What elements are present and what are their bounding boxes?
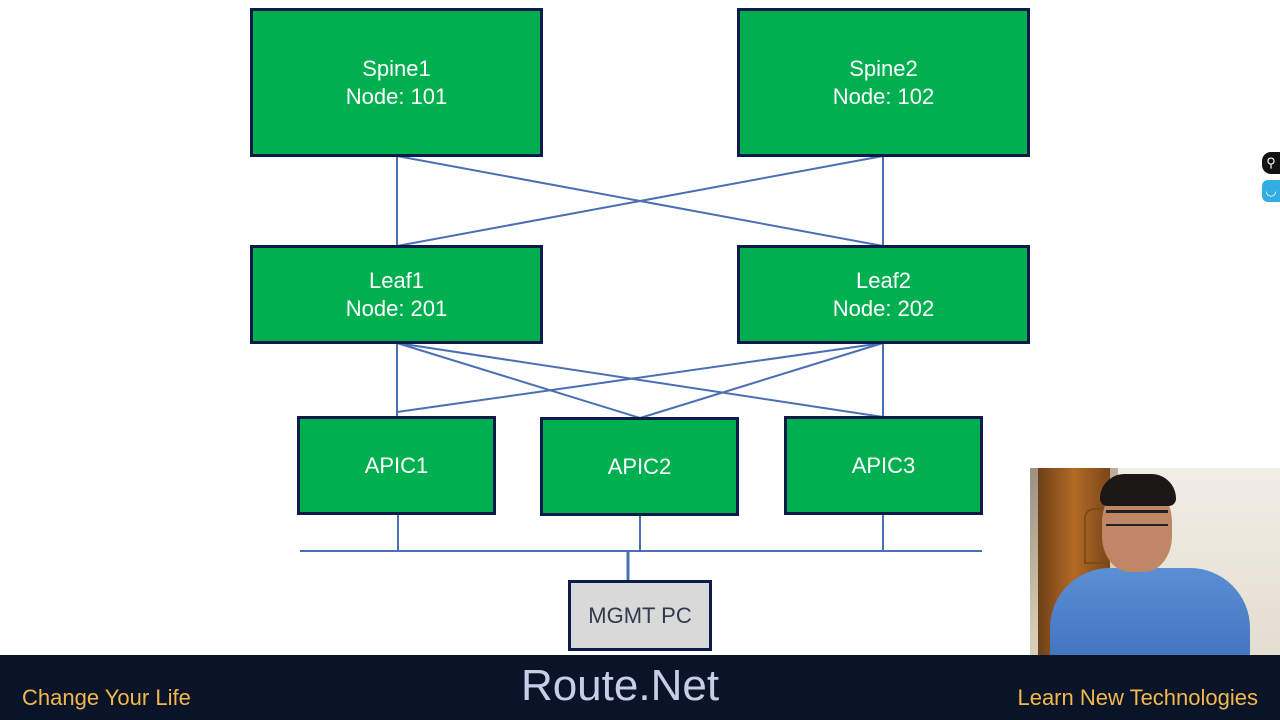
leaf1-label: Leaf1 — [368, 267, 425, 293]
topology-diagram — [300, 155, 982, 581]
link-leaf1-apic3 — [396, 342, 884, 418]
presenter-webcam — [1030, 468, 1280, 655]
apic3-node: APIC3 — [784, 416, 983, 515]
spine1-node: Spine1 Node: 101 — [250, 8, 543, 157]
apic1-label: APIC1 — [364, 452, 429, 478]
leaf2-id: Node: 202 — [832, 295, 935, 321]
spine2-label: Spine2 — [849, 55, 918, 81]
leaf2-node: Leaf2 Node: 202 — [737, 245, 1030, 344]
presenter-glasses — [1106, 510, 1168, 526]
presenter-body — [1050, 568, 1250, 655]
link-spine2-leaf1 — [396, 155, 884, 247]
apic1-node: APIC1 — [297, 416, 496, 515]
smile-icon[interactable]: ◡ — [1262, 180, 1280, 202]
spine1-id: Node: 101 — [345, 83, 448, 109]
keyhole-icon[interactable]: ⚲ — [1262, 152, 1280, 174]
link-leaf2-apic2 — [639, 342, 884, 419]
brand-logo: Route.Net — [520, 661, 720, 710]
footer-left-text: Change Your Life — [22, 685, 191, 710]
presenter-hair — [1100, 474, 1176, 506]
link-leaf2-apic1 — [396, 342, 884, 413]
apic2-label: APIC2 — [607, 453, 672, 479]
leaf1-id: Node: 201 — [345, 295, 448, 321]
leaf1-node: Leaf1 Node: 201 — [250, 245, 543, 344]
apic2-node: APIC2 — [540, 417, 739, 516]
spine2-id: Node: 102 — [832, 83, 935, 109]
footer-right-text: Learn New Technologies — [1017, 685, 1258, 710]
link-leaf1-apic2 — [396, 342, 641, 419]
spine1-label: Spine1 — [362, 55, 431, 81]
mgmt-pc-label: MGMT PC — [588, 602, 692, 628]
spine2-node: Spine2 Node: 102 — [737, 8, 1030, 157]
leaf2-label: Leaf2 — [855, 267, 912, 293]
mgmt-pc-node: MGMT PC — [568, 580, 712, 651]
apic3-label: APIC3 — [851, 452, 916, 478]
footer-bar: Change Your Life Route.Net Learn New Tec… — [0, 655, 1280, 720]
